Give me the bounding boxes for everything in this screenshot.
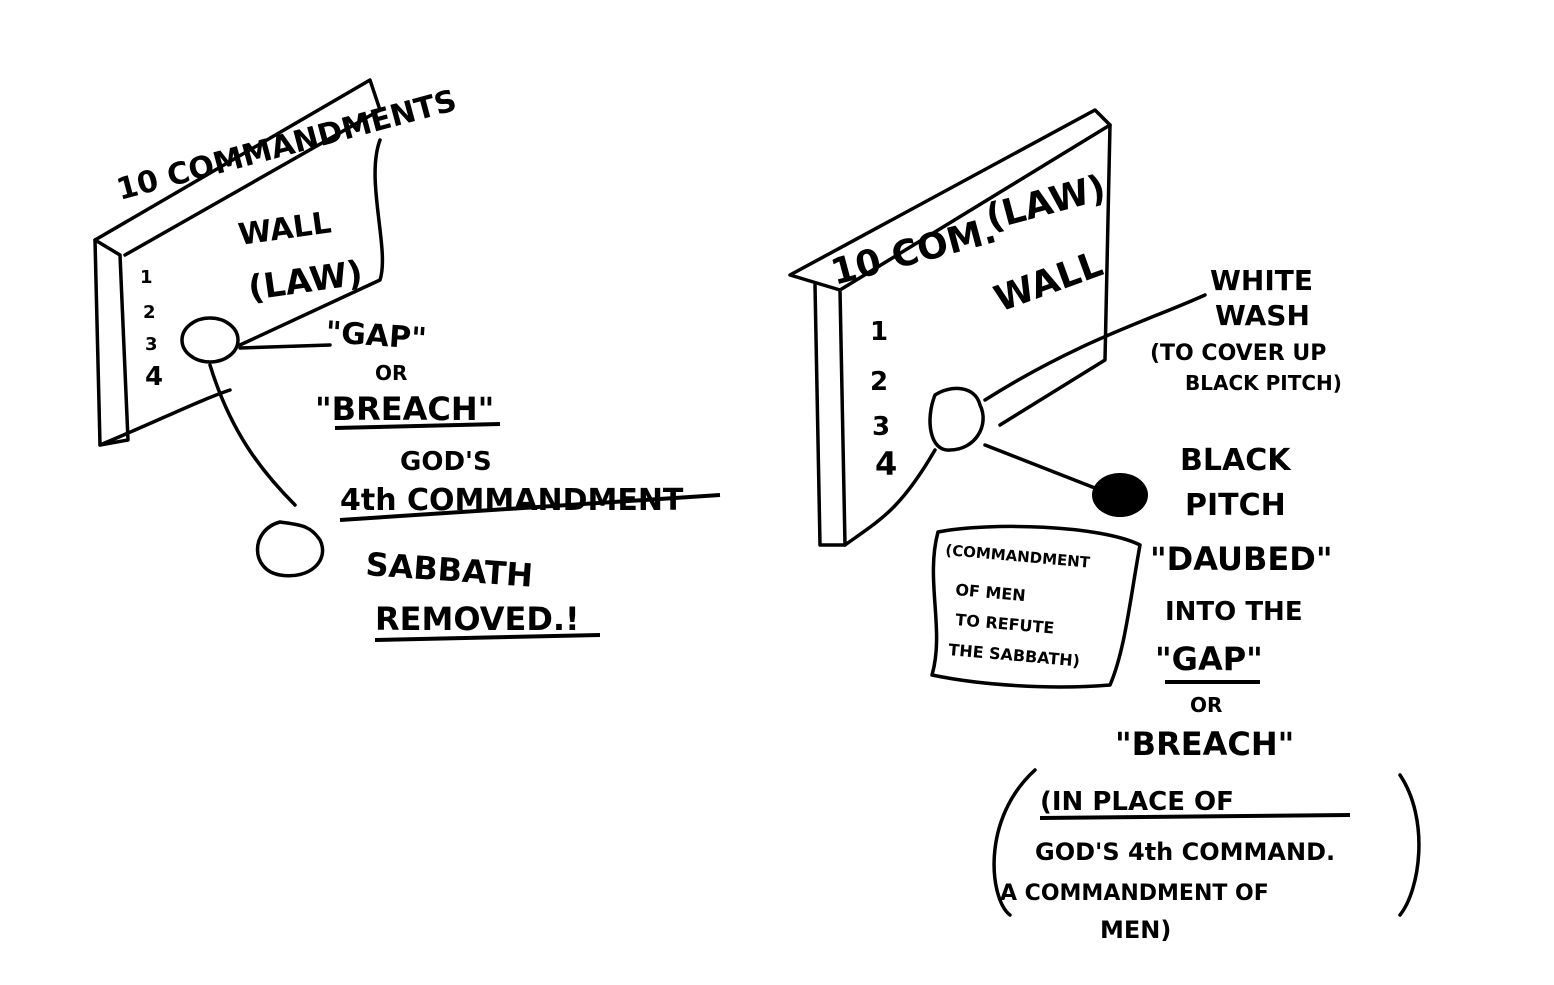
into-the-label: INTO THE (1165, 597, 1303, 627)
right-num-4: 4 (875, 445, 897, 483)
left-title: 10 COMMANDMENTS (113, 83, 460, 207)
left-gap: "GAP" (324, 315, 427, 357)
in-place-line3: A COMMANDMENT OF (1000, 881, 1269, 906)
left-law-label: (LAW) (246, 253, 365, 309)
men-note-line3: TO REFUTE (955, 610, 1055, 638)
wall-bottom-edge (98, 388, 232, 447)
right-breach: "BREACH" (1115, 725, 1294, 763)
arrow-removed (208, 363, 297, 507)
left-wall-label: WALL (236, 205, 333, 253)
men-note-line2: OF MEN (955, 580, 1027, 605)
in-place-line4: MEN) (1100, 916, 1171, 944)
right-or: OR (1190, 693, 1222, 717)
right-gap: "GAP" (1155, 640, 1263, 678)
wash-label: WASH (1215, 299, 1310, 332)
white-label: WHITE (1210, 264, 1313, 297)
left-or: OR (375, 361, 407, 385)
men-note-line1: (COMMANDMENT (945, 541, 1092, 572)
left-wall-drawing (93, 78, 385, 578)
gap-circle (180, 316, 240, 364)
pitch-label: PITCH (1185, 488, 1286, 523)
left-sabbath: SABBATH (364, 545, 534, 595)
arrow-black-pitch (983, 443, 1102, 492)
in-place-line1: (IN PLACE OF (1040, 787, 1234, 817)
right-num-1: 1 (870, 317, 888, 347)
black-pitch-blob (1092, 473, 1148, 517)
right-wall-drawing (788, 108, 1421, 917)
left-gods: GOD'S (400, 447, 492, 477)
daubed-label: "DAUBED" (1150, 540, 1332, 578)
arrow-gap (238, 343, 332, 350)
right-num-2: 2 (870, 367, 888, 397)
right-law-label: (LAW) (982, 168, 1110, 239)
left-num-1: 1 (140, 267, 153, 288)
right-num-3: 3 (872, 412, 890, 442)
black-label: BLACK (1180, 443, 1292, 478)
left-num-2: 2 (143, 302, 156, 323)
right-title: 10 COM. (827, 210, 1001, 293)
left-num-4: 4 (145, 362, 163, 392)
in-place-line2: GOD'S 4th COMMAND. (1035, 838, 1335, 866)
left-removed: REMOVED.! (375, 600, 580, 638)
left-num-3: 3 (145, 334, 158, 355)
cover-up-black-pitch: BLACK PITCH) (1185, 371, 1342, 395)
arrow-white-wash (983, 293, 1207, 402)
removed-blob (255, 520, 325, 578)
gap-patch (928, 386, 985, 452)
in-place-parens (992, 768, 1421, 917)
men-note-bubble (930, 524, 1142, 689)
left-breach: "BREACH" (315, 390, 494, 428)
cover-up-label: (TO COVER UP (1150, 341, 1326, 366)
men-note-line4: THE SABBATH) (948, 640, 1081, 670)
right-wall-label: WALL (989, 244, 1108, 321)
